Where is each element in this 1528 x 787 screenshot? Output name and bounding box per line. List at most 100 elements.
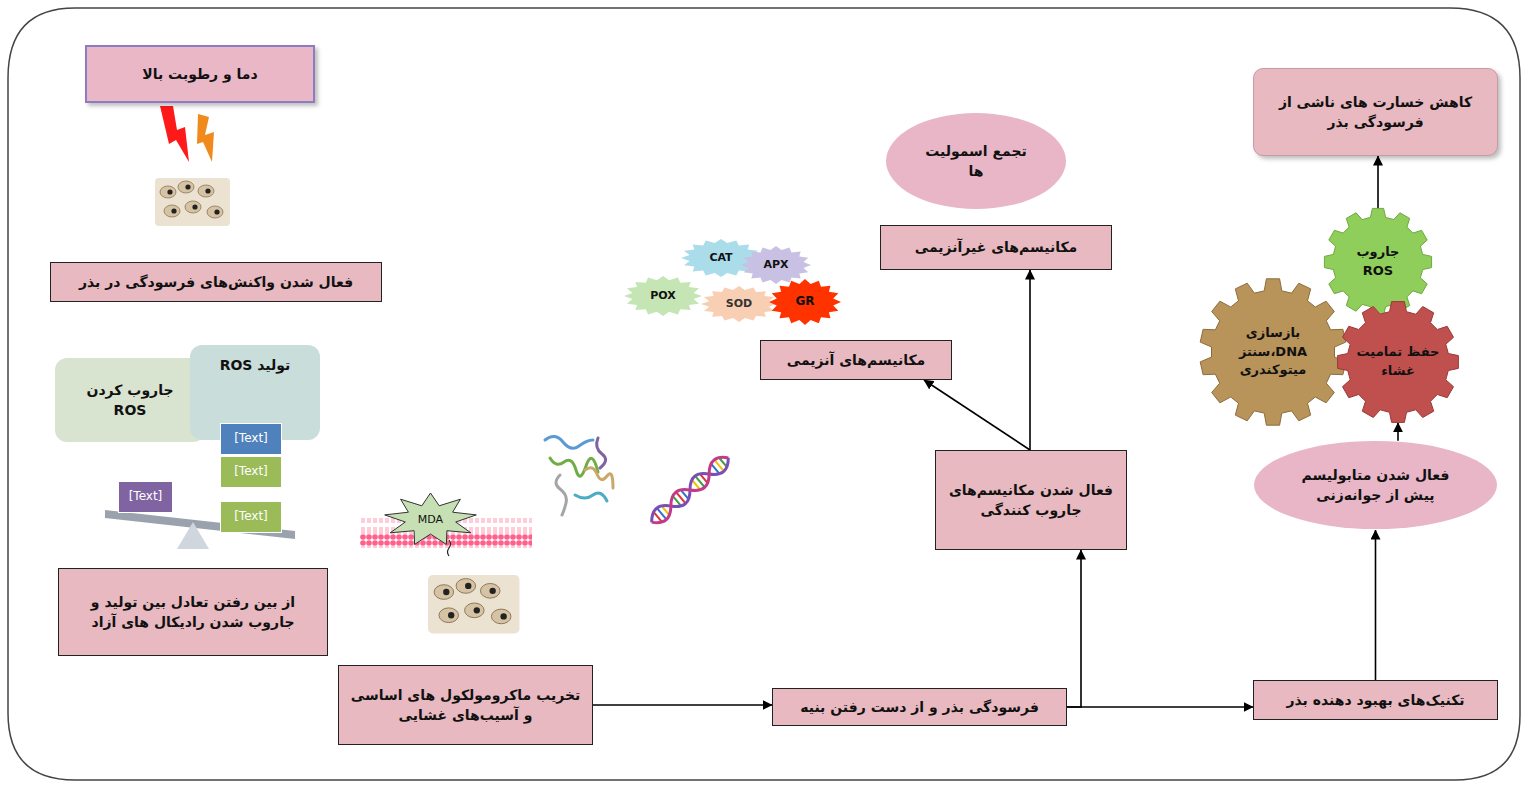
flow-arrow [1397, 423, 1399, 441]
node-label: بازسازی DNA،سنتز میتوکندری [1227, 324, 1319, 381]
dna-strand [647, 452, 733, 528]
flow-arrow [1029, 270, 1031, 450]
gear: جاروب ROS [1323, 207, 1433, 317]
condition-box: دما و رطوبت بالا [85, 45, 315, 103]
outcome-ellipse: تجمع اسمولیت ها [885, 112, 1067, 210]
seed-eye [171, 208, 176, 213]
node-label: SOD [726, 296, 752, 312]
process-box: از بین رفتن تعادل بین تولید و جاروب شدن … [58, 568, 328, 656]
placeholder-block: [Text] [220, 501, 282, 533]
protein-ribbon [585, 468, 613, 488]
dna-rung [719, 458, 727, 467]
node-label: [Text] [234, 463, 268, 480]
seed [160, 186, 176, 198]
node-label: MDA [418, 512, 443, 528]
flow-arrow [1067, 706, 1253, 708]
process-box: فعال شدن مکانیسم‌های جاروب کنندگی [935, 450, 1127, 550]
seed [185, 201, 201, 213]
node-label: جاروب ROS [1345, 243, 1411, 281]
placeholder-block: [Text] [118, 481, 173, 513]
burst-outline [624, 276, 702, 316]
protein-picture [545, 436, 613, 515]
protein-ribbon [575, 493, 607, 501]
seed [207, 206, 223, 218]
dna-rung [700, 474, 708, 483]
node-label: فرسودگی بذر و از دست رفتن بنیه [800, 697, 1039, 717]
burst-outline [385, 493, 477, 544]
gear-outline [1200, 279, 1346, 425]
process-box: فعال شدن واکنش‌های فرسودگی در بذر [50, 262, 382, 302]
node-label: تجمع اسمولیت ها [916, 141, 1036, 182]
protein-ribbon [556, 475, 566, 515]
flow-arrow [1375, 530, 1377, 680]
seed-eye [167, 189, 172, 194]
ellipse-outline [886, 113, 1066, 209]
node-label: فعال شدن واکنش‌های فرسودگی در بذر [79, 272, 353, 292]
seed [178, 181, 194, 193]
process-box: فرسودگی بذر و از دست رفتن بنیه [772, 688, 1067, 726]
flow-arrow [593, 704, 772, 706]
node-label: تولید ROS [220, 355, 291, 375]
burst-outline [701, 286, 777, 322]
node-label: مکانیسم‌های آنزیمی [787, 350, 926, 370]
ellipse-outline [1254, 441, 1497, 529]
node-label: GR [795, 293, 814, 310]
burst-outline [741, 246, 811, 284]
node-label: تخریب ماکرومولکول های اساسی و آسیب‌های غ… [346, 685, 585, 726]
node-label: [Text] [234, 508, 268, 525]
node-label: مکانیسم‌های غیرآنزیمی [915, 237, 1078, 257]
flow-arrow [924, 380, 1030, 450]
result-box: کاهش خسارت های ناشی از فرسودگی بذر [1253, 68, 1498, 156]
node-label: [Text] [234, 430, 268, 447]
node-label: حفظ تمامیت غشاء [1356, 343, 1440, 381]
seed-eye [192, 204, 197, 209]
node-label: دما و رطوبت بالا [142, 64, 257, 84]
seed-eye [205, 188, 210, 193]
node-label: [Text] [129, 488, 163, 505]
process-box: مکانیسم‌های آنزیمی [760, 340, 952, 380]
node-outline [1323, 207, 1433, 317]
node-label: جاروب کردن ROS [80, 380, 180, 421]
node-outline [1336, 300, 1460, 424]
outer-frame [8, 8, 1520, 780]
enzyme-burst: POX [623, 275, 703, 317]
enzyme-burst: GR [768, 278, 842, 326]
seeds-ground [155, 178, 230, 226]
flow-arrow [1067, 550, 1081, 707]
protein-ribbon [545, 436, 593, 448]
burst-outline [769, 279, 841, 325]
dna-strand [647, 452, 733, 528]
seed [164, 205, 180, 217]
gear-outline [1338, 302, 1459, 423]
placeholder-block: [Text] [220, 456, 282, 488]
lightning-bolt [160, 106, 189, 162]
seeds-picture [428, 575, 520, 634]
enzyme-burst: APX [740, 245, 812, 285]
node-label: CAT [709, 250, 732, 266]
gear: بازسازی DNA،سنتز میتوکندری [1198, 277, 1348, 427]
enzyme-burst: SOD [700, 285, 778, 323]
node-outline [1253, 440, 1498, 530]
lightning-bolt [197, 114, 214, 162]
process-box: تکنیک‌های بهبود دهنده بذر [1253, 680, 1498, 720]
node-label: کاهش خسارت های ناشی از فرسودگی بذر [1261, 92, 1490, 133]
process-box: تخریب ماکرومولکول های اساسی و آسیب‌های غ… [338, 665, 593, 745]
node-label: فعال شدن متابولیسم پیش از جوانه‌زنی [1291, 465, 1461, 506]
flow-arrow [1377, 156, 1379, 208]
protein-ribbon [597, 438, 606, 468]
mda-star: MDA [383, 492, 478, 547]
node-label: فعال شدن مکانیسم‌های جاروب کنندگی [943, 480, 1119, 521]
node-label: POX [650, 288, 676, 304]
process-ellipse: فعال شدن متابولیسم پیش از جوانه‌زنی [1253, 440, 1498, 530]
node-label: از بین رفتن تعادل بین تولید و جاروب شدن … [66, 592, 320, 633]
process-box: مکانیسم‌های غیرآنزیمی [880, 225, 1112, 270]
seed-eye [214, 209, 219, 214]
node-outline [885, 112, 1067, 210]
placeholder-block: [Text] [220, 423, 282, 455]
dna-rung [662, 506, 670, 515]
balance-panel: جاروب کردن ROS [55, 358, 205, 442]
dna-picture [647, 452, 733, 528]
node-label: APX [763, 257, 788, 273]
gear: حفظ تمامیت غشاء [1336, 300, 1460, 424]
